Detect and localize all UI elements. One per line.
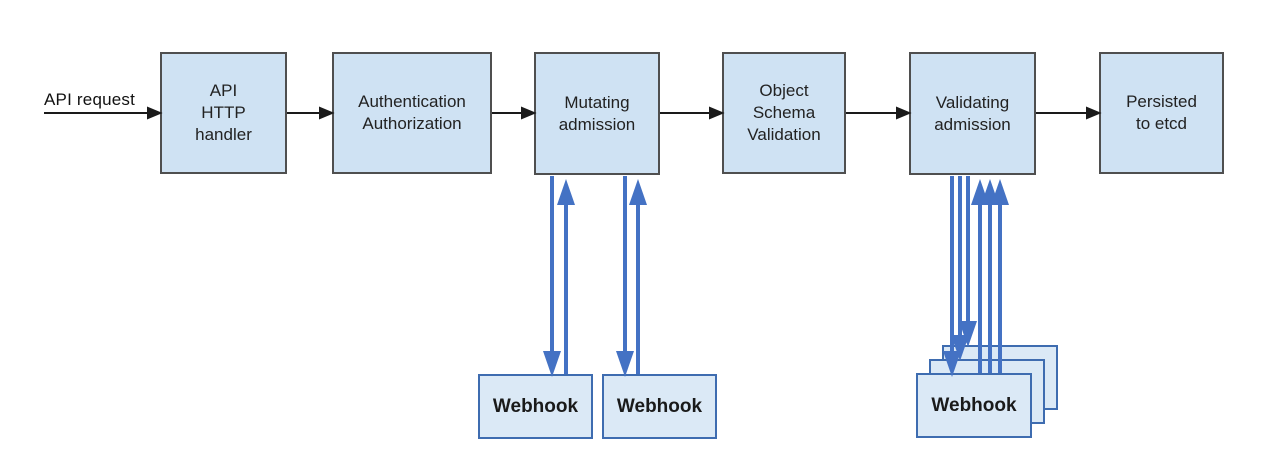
validating-webhook-return-arrowhead-1-icon: [971, 179, 989, 205]
node-api-http-handler: API HTTP handler: [160, 52, 287, 174]
flow-arrowhead-2-icon: [521, 106, 537, 120]
mutating-webhook-1-label: Webhook: [492, 395, 579, 417]
node-validating-admission-label: Validating admission: [934, 92, 1011, 134]
validating-webhook-1-front: Webhook: [916, 373, 1032, 438]
validating-webhook-return-arrowhead-3-icon: [991, 179, 1009, 205]
mutating-webhook-1-return-arrowhead-icon: [557, 179, 575, 205]
node-persisted-to-etcd: Persisted to etcd: [1099, 52, 1224, 174]
flow-arrowhead-3-icon: [709, 106, 725, 120]
node-persisted-to-etcd-label: Persisted to etcd: [1126, 92, 1197, 133]
mutating-webhook-2: Webhook: [602, 374, 717, 439]
flow-arrowhead-5-icon: [1086, 106, 1102, 120]
mutating-webhook-2-return-arrowhead-icon: [629, 179, 647, 205]
mutating-webhook-2-label: Webhook: [616, 395, 703, 417]
node-validating-admission: Validating admission: [909, 52, 1036, 175]
node-object-schema-validation: Object Schema Validation: [722, 52, 846, 174]
flow-arrowhead-request-icon: [147, 106, 163, 120]
flow-arrowhead-4-icon: [896, 106, 912, 120]
api-request-label: API request: [44, 90, 136, 109]
mutating-webhook-arrows: [543, 176, 647, 377]
mutating-webhook-1: Webhook: [478, 374, 593, 439]
node-authentication-authorization-label: Authentication Authorization: [358, 92, 466, 133]
node-api-http-handler-label: API HTTP handler: [195, 81, 252, 144]
flow-arrowhead-1-icon: [319, 106, 335, 120]
node-mutating-admission: Mutating admission: [534, 52, 660, 175]
validating-webhook-1-label: Webhook: [931, 394, 1017, 416]
node-object-schema-validation-label: Object Schema Validation: [747, 81, 821, 144]
node-mutating-admission-label: Mutating admission: [558, 92, 636, 134]
validating-webhook-call-arrowhead-3-icon: [959, 321, 977, 347]
node-authentication-authorization: Authentication Authorization: [332, 52, 492, 174]
validating-webhook-return-arrowhead-2-icon: [981, 179, 999, 205]
